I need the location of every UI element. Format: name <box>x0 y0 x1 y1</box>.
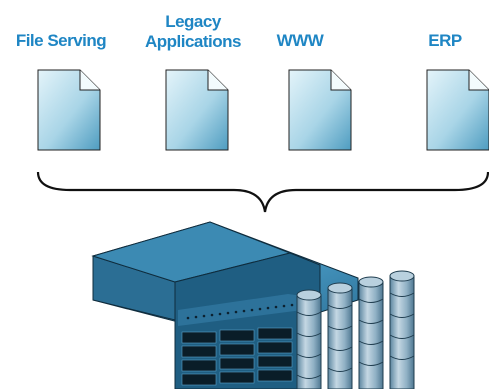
storage-cylinder <box>296 289 322 389</box>
grouping-brace <box>36 171 489 213</box>
label-file-serving: File Serving <box>15 31 107 50</box>
server-vent-grille <box>186 303 294 320</box>
label-legacy-applications: Legacy Applications <box>128 12 258 52</box>
storage-cylinder <box>327 282 353 389</box>
document-icon-www <box>288 69 352 151</box>
label-legacy-line2: Applications <box>144 32 242 51</box>
storage-cylinder <box>358 276 384 389</box>
document-icon-file-serving <box>37 69 101 151</box>
document-icon-erp <box>426 69 489 151</box>
label-www: WWW <box>276 31 324 50</box>
label-erp: ERP <box>428 31 462 50</box>
document-icon-legacy-applications <box>165 69 229 151</box>
storage-cylinder-bands <box>296 292 415 379</box>
server-drive-bays <box>181 327 293 386</box>
storage-cylinder <box>389 270 415 389</box>
label-legacy-line1: Legacy <box>165 12 221 31</box>
storage-cylinders <box>296 270 415 389</box>
